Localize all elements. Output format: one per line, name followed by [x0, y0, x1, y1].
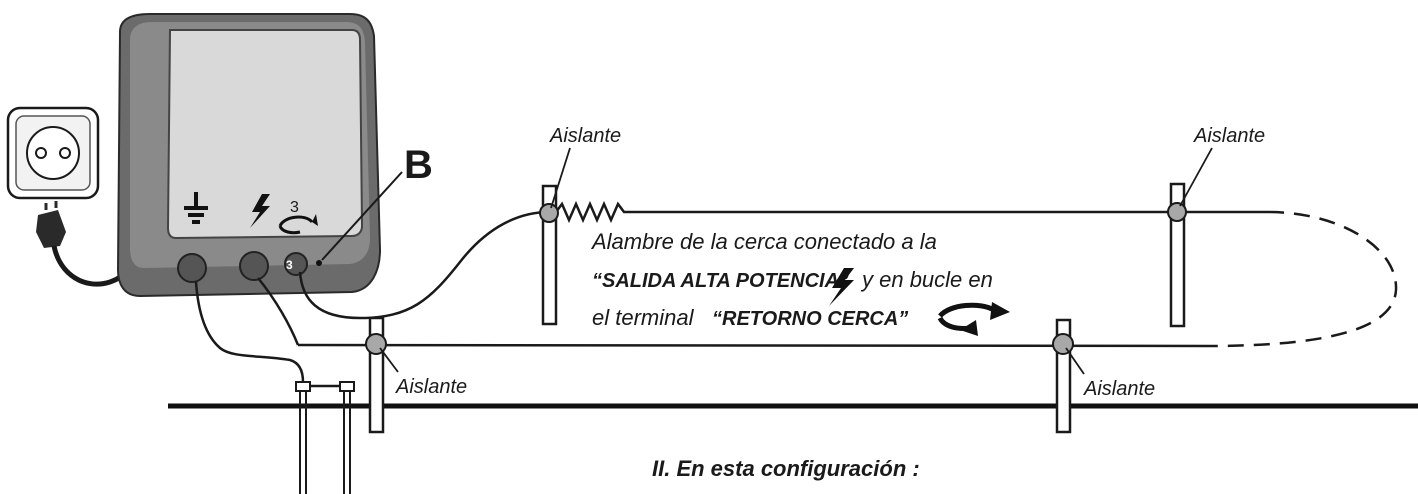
insulator-label-top-right: Aislante: [1193, 125, 1265, 147]
spring-tensioner: [555, 200, 630, 224]
lightning-icon: [250, 194, 270, 228]
description-line-3-bold: “RETORNO CERCA”: [712, 308, 908, 330]
loop-arrow-icon: [937, 302, 1010, 336]
description-line-2-rest: y en bucle en: [860, 267, 993, 292]
terminal-b-label: B: [404, 143, 433, 187]
loop-arrow-icon: [278, 214, 318, 235]
ground-cable: [194, 281, 305, 383]
description-line-2-bold: “SALIDA ALTA POTENCIA”: [592, 270, 849, 292]
insulator-bottom-right: [1052, 333, 1074, 355]
power-socket-icon: [6, 106, 100, 200]
terminal-b-point: [316, 260, 322, 266]
description-line-1: Alambre de la cerca conectado a la: [590, 229, 937, 254]
terminal-number: 3: [286, 258, 293, 272]
energizer-unit: 3 3: [116, 13, 382, 298]
ground-terminal: [177, 253, 207, 283]
insulator-label-top-left: Aislante: [549, 125, 621, 147]
lightning-icon: [829, 268, 854, 306]
earth-rods: [295, 381, 355, 494]
return-lead-wire: [257, 277, 300, 346]
insulator-label-bottom-right: Aislante: [1083, 378, 1155, 400]
figure-caption: II. En esta configuración :: [652, 456, 920, 481]
loop-dashed-wire: [1207, 210, 1398, 348]
description-line-3-start: el terminal: [592, 305, 695, 330]
lead-out-wire: [298, 210, 550, 320]
fence-return-terminal: [284, 252, 308, 276]
insulator-top-right: [1167, 202, 1187, 222]
high-power-terminal: [239, 251, 269, 281]
loop-number: 3: [290, 199, 299, 216]
insulator-top-left: [539, 203, 559, 223]
ground-icon: [184, 192, 208, 224]
insulator-label-bottom-left: Aislante: [395, 376, 467, 398]
